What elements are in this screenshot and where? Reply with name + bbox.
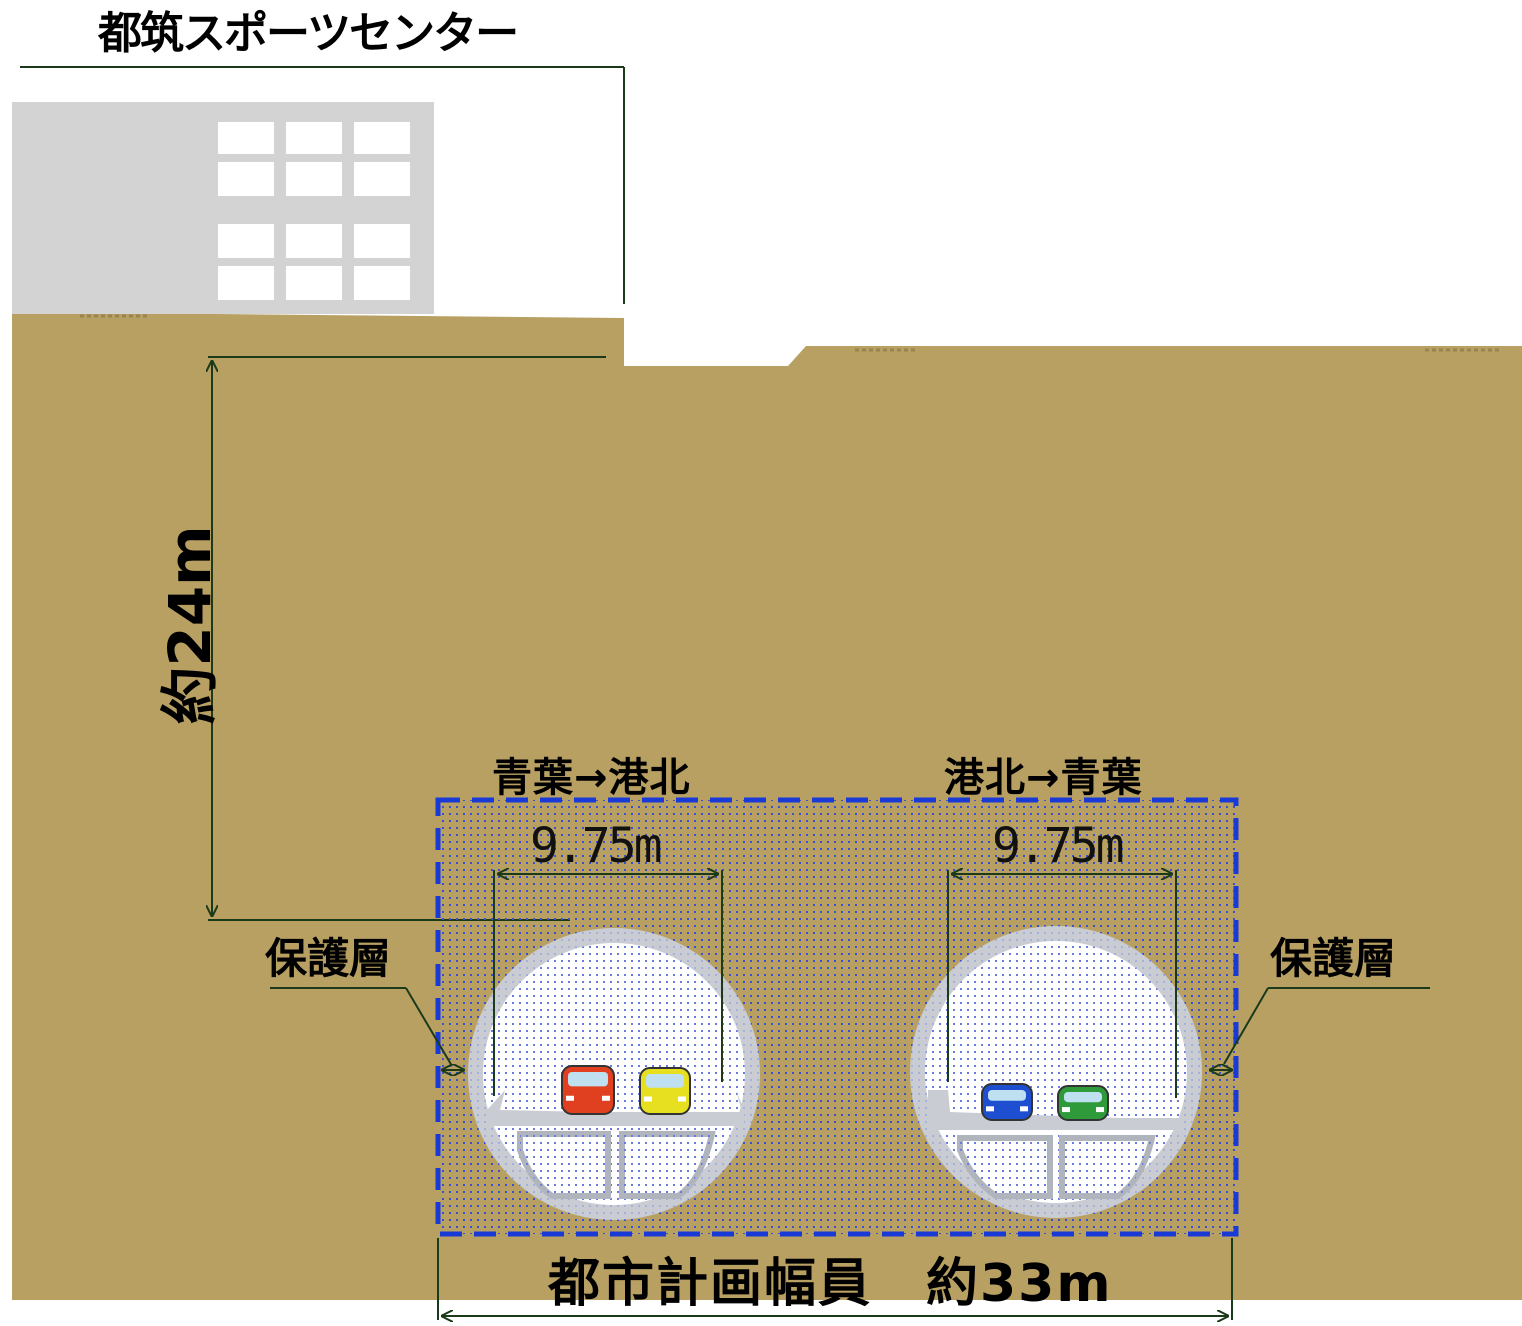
protective-layer-leader-right	[1210, 987, 1430, 1070]
lane-width-label-right: 9.75m	[992, 818, 1124, 874]
protective-layer-leader-left	[270, 987, 464, 1070]
protective-layer-label-left: 保護層	[265, 934, 392, 983]
sports-center-building	[12, 102, 434, 314]
car-icon	[981, 1083, 1033, 1121]
building-name-label: 都筑スポーツセンター	[98, 8, 519, 59]
lane-width-label-left: 9.75m	[530, 818, 662, 874]
tunnel-right	[910, 926, 1202, 1218]
urban-plan-width-label: 都市計画幅員 約33m	[548, 1254, 1113, 1314]
direction-label-right: 港北→青葉	[944, 755, 1143, 801]
car-icon	[1057, 1085, 1109, 1121]
title-leader-line	[20, 66, 625, 304]
car-icon	[639, 1067, 691, 1115]
lane-width-dimension-right	[947, 870, 1177, 1098]
depth-label: 約24m	[120, 520, 260, 730]
lane-width-dimension-left	[493, 870, 723, 1096]
car-icon	[561, 1065, 615, 1115]
depth-label-text: 約24m	[156, 525, 224, 725]
direction-label-left: 青葉→港北	[492, 755, 691, 801]
urban-plan-width-dimension	[437, 1238, 1233, 1320]
protective-layer-label-right: 保護層	[1270, 934, 1397, 983]
